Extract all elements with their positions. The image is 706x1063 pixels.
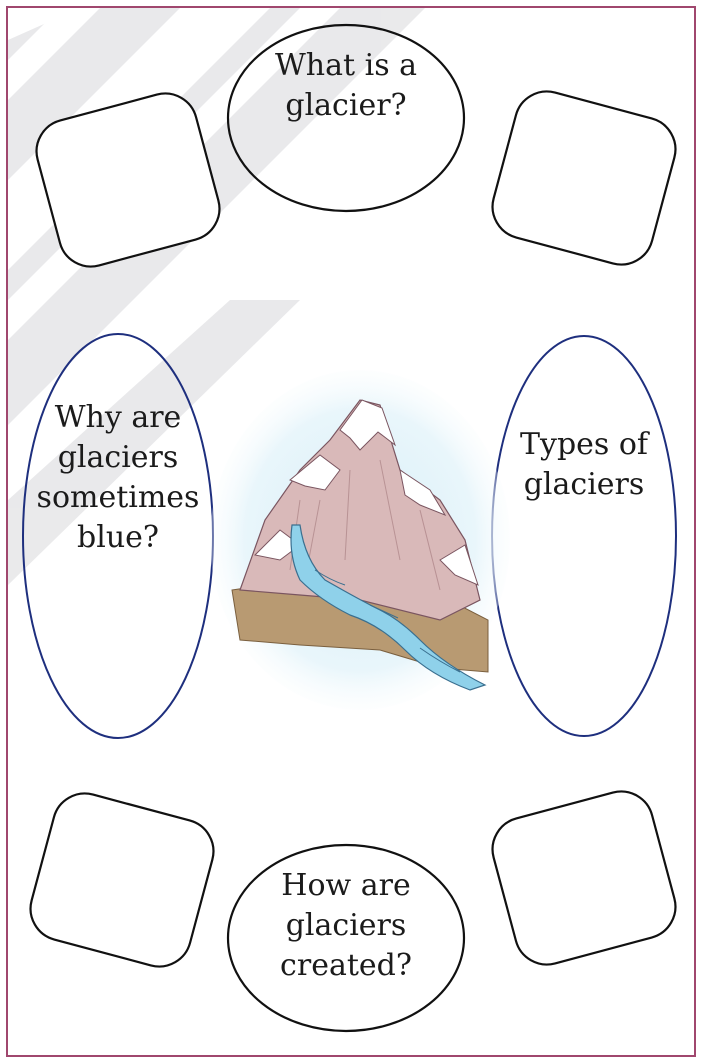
prompt-line: glaciers [28,438,208,478]
prompt-line: sometimes [28,478,208,518]
prompt-line: Types of [494,425,674,465]
right-question-oval[interactable] [492,336,676,736]
bottom-right-answer-box[interactable] [485,784,682,971]
bottom-left-answer-box[interactable] [23,786,220,973]
prompt-line: created? [246,946,446,986]
prompt-why-are-glaciers-blue: Why are glaciers sometimes blue? [28,398,208,558]
prompt-how-are-glaciers-created: How are glaciers created? [246,866,446,986]
top-right-answer-box[interactable] [485,84,682,271]
prompt-what-is-a-glacier: What is a glacier? [246,46,446,126]
prompt-line: glacier? [246,86,446,126]
top-left-answer-box[interactable] [29,86,226,273]
prompt-line: blue? [28,518,208,558]
prompt-line: glaciers [494,465,674,505]
glacier-mountain-icon [210,370,510,710]
prompt-line: How are [246,866,446,906]
prompt-types-of-glaciers: Types of glaciers [494,425,674,505]
prompt-line: What is a [246,46,446,86]
prompt-line: Why are [28,398,208,438]
prompt-line: glaciers [246,906,446,946]
